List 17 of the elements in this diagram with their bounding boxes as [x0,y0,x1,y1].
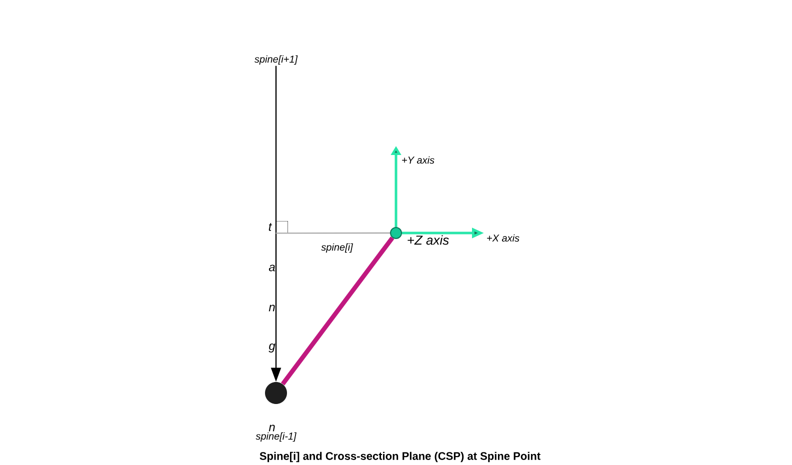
spine-segment [280,236,394,386]
spine-label: spine[i-1] [256,432,296,442]
axis-label: +Y axis [402,156,434,164]
axis-label: +Z axis [408,235,449,245]
caption: Spine[i] and Cross-section Plane (CSP) at Spine Point [260,452,540,462]
right-angle-mark [276,220,288,233]
axis-label: +X axis [487,234,520,242]
spine-point [390,227,402,239]
tangent-letter: g [268,344,276,352]
tangent-letter: n [268,424,275,432]
spine-point [265,382,287,404]
tangent-letter: t [268,223,272,231]
spine-label: spine[i] [321,243,354,253]
tangent-letter: n [268,304,275,312]
tangent-letter: a [268,264,275,272]
spine-label: spine[i+1] [254,55,298,65]
perpendicular-line [276,232,390,234]
